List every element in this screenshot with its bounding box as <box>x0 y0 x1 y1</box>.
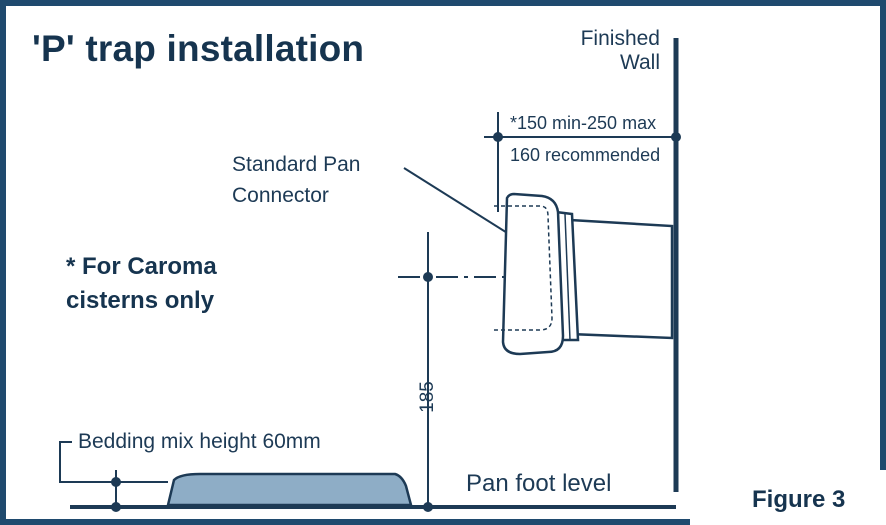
setout-dot-left <box>493 132 503 142</box>
setout-label-line2: 160 recommended <box>510 145 661 165</box>
outlet-pipe <box>568 218 674 340</box>
height-dimension-dot-bottom <box>423 502 433 512</box>
bedding-mix-shape <box>166 472 413 507</box>
pan-foot-level-label: Pan foot level <box>466 470 612 497</box>
caroma-note-line1: * For Caroma <box>66 253 217 280</box>
bedding-dimension-dot-bottom <box>111 502 121 512</box>
caroma-note-line2: cisterns only <box>66 287 215 314</box>
diagram-title: 'P' trap installation <box>32 28 365 69</box>
setout-label-line1: *150 min-250 max <box>510 113 657 133</box>
connector-label-line2: Connector <box>232 184 329 207</box>
bedding-dimension-dot-top <box>111 477 121 487</box>
pan-connector-body <box>501 192 565 356</box>
figure-label: Figure 3 <box>752 486 846 513</box>
setout-dot-right <box>671 132 681 142</box>
finished-wall-label-line1: Finished <box>580 27 660 50</box>
connector-label-line1: Standard Pan <box>232 153 361 176</box>
finished-wall-label-line2: Wall <box>619 51 660 74</box>
pan-spigot-hidden-outline <box>492 205 553 331</box>
bedding-label: Bedding mix height 60mm <box>78 430 321 453</box>
connector-leader-line <box>403 167 513 237</box>
connector-ring-line <box>564 213 571 341</box>
frame-gap-cover <box>690 470 886 525</box>
height-dimension-label: 185 <box>417 381 438 413</box>
